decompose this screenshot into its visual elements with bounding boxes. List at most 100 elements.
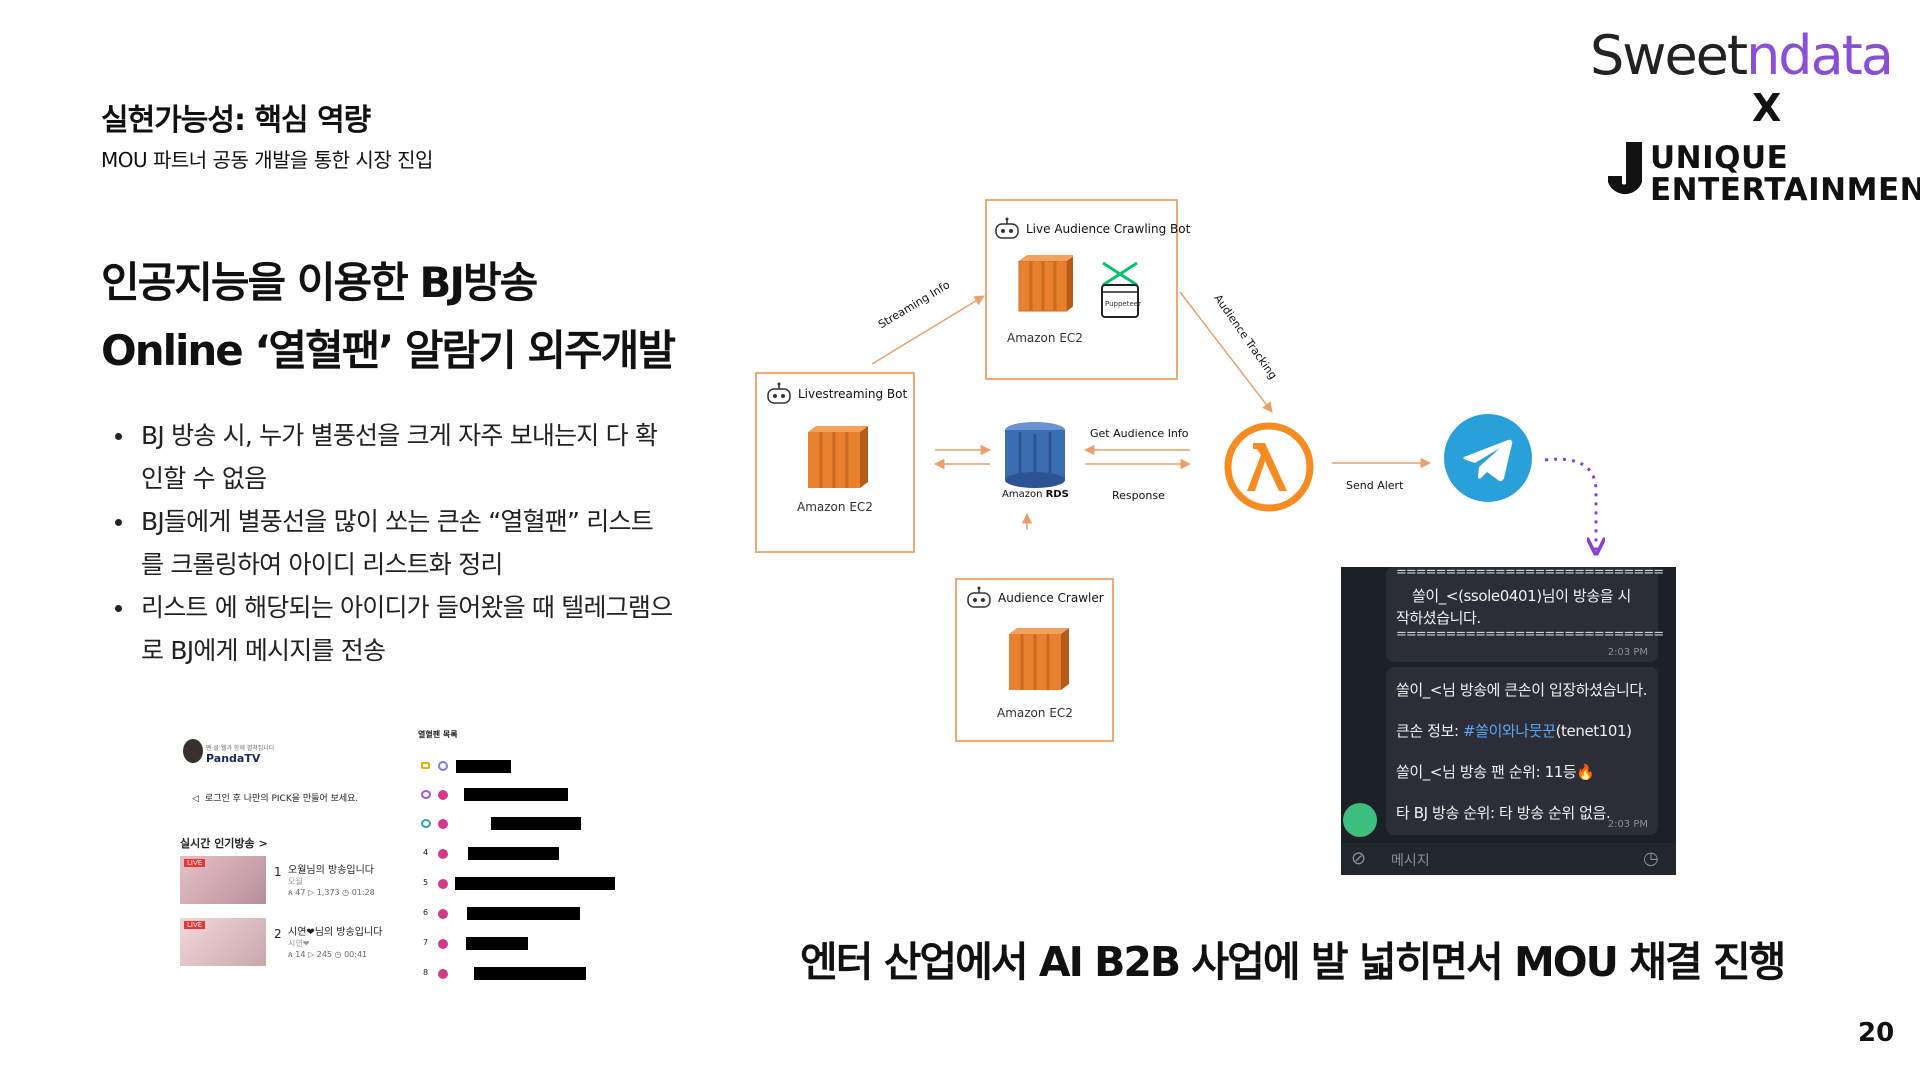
pandatv-screenshot: 팬·클·웰과 함께 펼쳐집니다 PandaTV ◁ 로그인 후 나만의 PICK을… bbox=[178, 725, 638, 985]
redacted-id bbox=[466, 937, 528, 950]
redacted-id bbox=[468, 847, 559, 860]
headline-line1: 인공지능을 이용한 BJ방송 bbox=[101, 258, 538, 307]
redacted-id bbox=[491, 817, 581, 830]
get-audience-info-label: Get Audience Info bbox=[1090, 427, 1189, 440]
vip-icon bbox=[438, 790, 448, 800]
aws-lambda-icon bbox=[1224, 422, 1314, 512]
panda-login-prompt: ◁ 로그인 후 나만의 PICK을 만들어 보세요. bbox=[192, 791, 358, 804]
logo-unique-line1: UNIQUE bbox=[1650, 140, 1789, 176]
fan-rank: 8 bbox=[423, 968, 429, 977]
arrow-telegram-to-chat bbox=[1544, 457, 1596, 552]
chat-bubble: 쏠이_<님 방송에 큰손이 입장하셨습니다. 큰손 정보: #쏠이와나뭇꾼(te… bbox=[1386, 667, 1658, 835]
redacted-id bbox=[474, 967, 586, 980]
headline-line2: Online ‘열혈팬’ 알람기 외주개발 bbox=[101, 326, 676, 375]
aws-rds-icon bbox=[1005, 422, 1065, 488]
fan-list-title: 열혈팬 목록 bbox=[418, 730, 458, 739]
redacted-id bbox=[456, 760, 511, 773]
puppeteer-label: Puppeteer bbox=[1105, 300, 1141, 308]
aws-ec2-icon bbox=[1009, 628, 1069, 690]
vip-icon bbox=[438, 969, 448, 979]
chat-time: 2:03 PM bbox=[1607, 647, 1648, 658]
aws-ec2-icon bbox=[808, 426, 868, 488]
fan-rank: 4 bbox=[423, 848, 429, 857]
chat-input-bar[interactable]: ⊘ 메시지 ◷ bbox=[1341, 843, 1676, 875]
avatar bbox=[183, 739, 203, 763]
badge-icon bbox=[421, 762, 430, 769]
badge-icon bbox=[421, 790, 431, 799]
stream-stats: ጰ 14 ▷ 245 ◷ 00:41 bbox=[288, 950, 368, 959]
slide-caption: 엔터 산업에서 AI B2B 사업에 발 넓히면서 MOU 채결 진행 bbox=[800, 938, 1786, 986]
streamer-name: 오월 bbox=[288, 877, 303, 886]
stream-title[interactable]: 오월님의 방송입니다 bbox=[288, 865, 374, 876]
fan-rank: 6 bbox=[423, 908, 429, 917]
panda-brand-small: 팬·클·웰과 함께 펼쳐집니다 bbox=[206, 745, 275, 752]
ec2-label: Amazon EC2 bbox=[997, 706, 1073, 720]
panda-brand: PandaTV bbox=[206, 752, 261, 765]
vip-icon bbox=[438, 939, 448, 949]
section-subtitle: MOU 파트너 공동 개발을 통한 시장 진입 bbox=[101, 148, 433, 172]
attach-icon[interactable]: ⊘ bbox=[1351, 848, 1367, 869]
chat-time: 2:03 PM bbox=[1607, 819, 1648, 830]
rds-label-prefix: Amazon bbox=[1002, 489, 1046, 500]
redacted-id bbox=[455, 877, 615, 890]
section-title: 실현가능성: 핵심 역량 bbox=[101, 103, 371, 138]
chat-prefix: 큰손 정보: bbox=[1396, 722, 1463, 740]
logo-sweet-part: Sweet bbox=[1590, 24, 1748, 87]
panda-login-text: 로그인 후 나만의 PICK을 만들어 보세요. bbox=[204, 794, 359, 804]
badge-icon bbox=[421, 819, 431, 828]
bullet-item: BJ들에게 별풍선을 많이 쏘는 큰손 “열혈팬” 리스트를 크롤링하여 아이디… bbox=[115, 500, 675, 586]
rds-label-bold: RDS bbox=[1045, 489, 1069, 500]
livestreaming-bot-box: Livestreaming Bot Amazon EC2 bbox=[755, 372, 915, 553]
chat-separator: =========================== bbox=[1396, 567, 1664, 580]
arrow-streaming-info bbox=[871, 295, 985, 365]
vip-icon bbox=[438, 879, 448, 889]
chat-msg1-line2: 작하셨습니다. bbox=[1396, 609, 1481, 627]
chat-msg2-line1: 쏠이_<님 방송에 큰손이 입장하셨습니다. bbox=[1396, 681, 1648, 699]
bullet-item: BJ 방송 시, 누가 별풍선을 크게 자주 보내는지 다 확인할 수 없음 bbox=[115, 414, 675, 500]
live-badge: LIVE bbox=[184, 921, 206, 929]
chat-suffix: (tenet101) bbox=[1555, 722, 1632, 740]
chat-separator: =========================== bbox=[1396, 627, 1664, 642]
chat-msg2-line2: 큰손 정보: #쏠이와나뭇꾼(tenet101) bbox=[1396, 720, 1632, 741]
puppeteer-icon bbox=[1101, 261, 1139, 318]
ec2-label: Amazon EC2 bbox=[797, 500, 873, 514]
chat-bubble: =========================== 쏠이_<(ssole04… bbox=[1386, 567, 1664, 662]
arrow-audience-tracking bbox=[1179, 291, 1273, 413]
chat-msg2-line4: 타 BJ 방송 순위: 타 방송 순위 없음. bbox=[1396, 804, 1611, 822]
telegram-chat-screenshot: =========================== 쏠이_<(ssole04… bbox=[1341, 567, 1676, 875]
unique-j-icon bbox=[1608, 142, 1642, 195]
fan-rank: 5 bbox=[423, 878, 429, 887]
chat-msg2-line3: 쏠이_<님 방송 팬 순위: 11등🔥 bbox=[1396, 763, 1595, 781]
redacted-id bbox=[464, 788, 568, 801]
speaker-icon: ◁ bbox=[192, 794, 199, 804]
chat-msg1-line1: 쏠이_<(ssole0401)님이 방송을 시 bbox=[1412, 587, 1631, 605]
audience-crawler-box: Audience Crawler Amazon EC2 bbox=[955, 578, 1114, 742]
redacted-id bbox=[467, 907, 580, 920]
rds-label: Amazon RDS bbox=[1002, 489, 1069, 500]
live-badge: LIVE bbox=[184, 859, 206, 867]
live-heading: 실시간 인기방송 > bbox=[180, 837, 268, 850]
robot-icon bbox=[995, 217, 1019, 239]
page-number: 20 bbox=[1858, 1018, 1895, 1048]
chat-hashtag-link[interactable]: #쏠이와나뭇꾼 bbox=[1463, 722, 1556, 740]
stream-title[interactable]: 시연❤님의 방송입니다 bbox=[288, 927, 383, 938]
robot-icon bbox=[767, 382, 791, 404]
livestreaming-bot-label: Livestreaming Bot bbox=[798, 387, 908, 401]
stream-stats: ጰ 47 ▷ 1,373 ◷ 01:28 bbox=[288, 888, 375, 897]
ec2-label: Amazon EC2 bbox=[1007, 331, 1083, 345]
clock-icon[interactable]: ◷ bbox=[1643, 848, 1659, 869]
logo-unique-line2: ENTERTAINMENT bbox=[1650, 172, 1920, 208]
live-crawling-bot-label: Live Audience Crawling Bot bbox=[1026, 222, 1191, 236]
logo-ndata-part: ndata bbox=[1746, 24, 1894, 87]
send-alert-label: Send Alert bbox=[1346, 479, 1404, 492]
bullet-item: 리스트 에 해당되는 아이디가 들어왔을 때 텔레그램으로 BJ에게 메시지를 … bbox=[115, 586, 675, 672]
audience-crawler-label: Audience Crawler bbox=[998, 591, 1104, 605]
rank-number: 1 bbox=[274, 865, 282, 879]
robot-icon bbox=[967, 586, 991, 608]
vip-icon bbox=[438, 909, 448, 919]
bot-avatar bbox=[1343, 803, 1377, 837]
badge-icon bbox=[438, 761, 448, 771]
logo-x: X bbox=[1752, 86, 1782, 130]
streamer-name: 시연❤ bbox=[288, 939, 310, 948]
unique-entertainment-logo: UNIQUE ENTERTAINMENT bbox=[1606, 142, 1920, 208]
